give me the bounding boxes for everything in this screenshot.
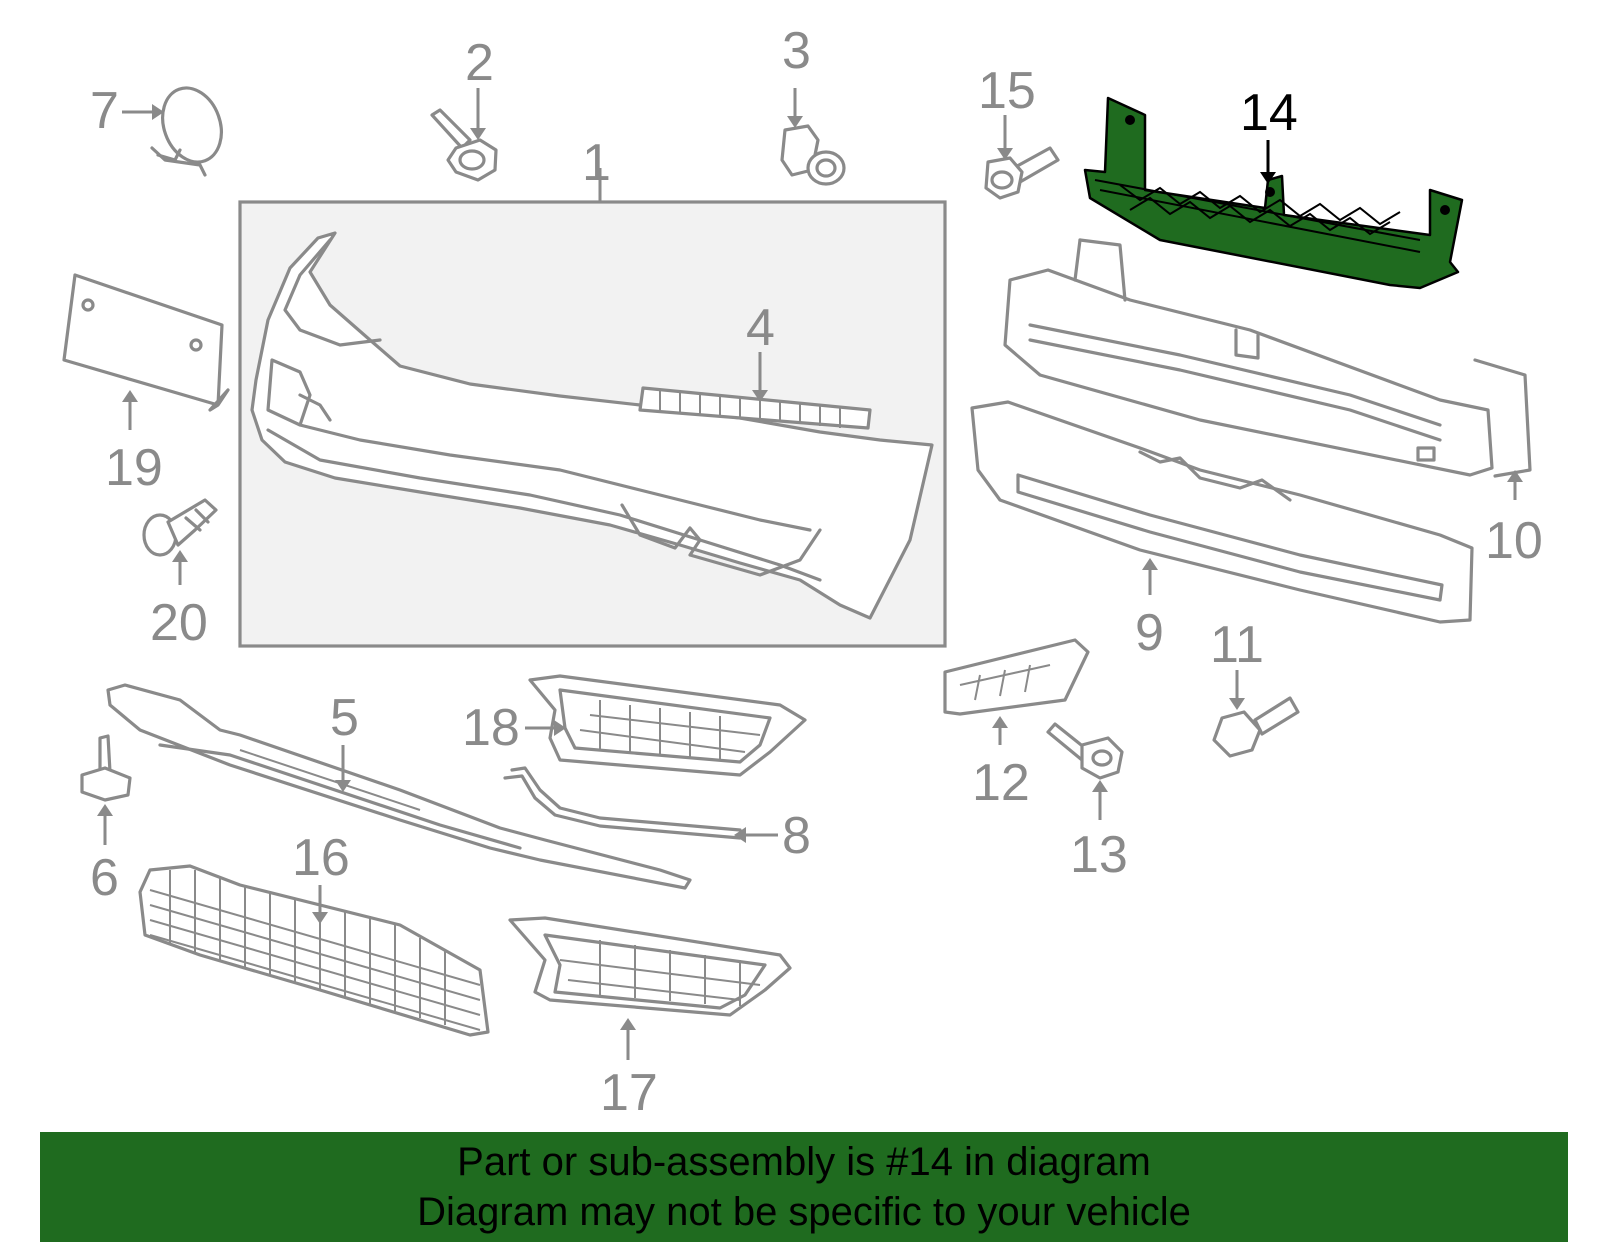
part-13-bolt[interactable]	[1046, 722, 1124, 780]
part-6-bolt[interactable]	[80, 734, 132, 802]
callout-16: 16	[292, 829, 350, 887]
callout-2: 2	[465, 34, 494, 92]
callout-12: 12	[972, 754, 1030, 812]
part-14-lower-reinforcement[interactable]	[1083, 96, 1464, 290]
callout-1: 1	[582, 134, 611, 192]
callout-11: 11	[1210, 616, 1264, 674]
callout-3: 3	[782, 22, 811, 80]
part-9-absorber[interactable]	[970, 400, 1474, 624]
callout-8: 8	[782, 807, 811, 865]
part-20-push-pin[interactable]	[142, 498, 218, 557]
callout-19: 19	[105, 439, 163, 497]
part-16-lower-grille[interactable]	[138, 864, 490, 1037]
footer-line-part: Part or sub-assembly is #14 in diagram	[457, 1140, 1151, 1184]
part-15-bolt[interactable]	[984, 146, 1060, 200]
part-18-upper-grille[interactable]	[528, 674, 807, 777]
part-4-bracket[interactable]	[638, 386, 872, 430]
callout-20: 20	[150, 594, 208, 652]
part-10-reinforcement[interactable]	[1003, 238, 1532, 478]
part-11-bolt[interactable]	[1212, 696, 1300, 758]
part-19-license-bracket[interactable]	[62, 273, 230, 412]
footer-line-disclaimer: Diagram may not be specific to your vehi…	[417, 1190, 1191, 1234]
callout-10: 10	[1485, 512, 1543, 570]
callout-4: 4	[746, 299, 775, 357]
footer-banner: Part or sub-assembly is #14 in diagram D…	[40, 1132, 1568, 1242]
part-12-bracket[interactable]	[943, 638, 1090, 716]
callout-14: 14	[1240, 84, 1298, 142]
part-2-bolt[interactable]	[430, 108, 498, 182]
callout-6: 6	[90, 849, 119, 907]
part-8-trim-strip[interactable]	[503, 766, 742, 840]
callout-9: 9	[1135, 604, 1164, 662]
callout-18: 18	[462, 699, 520, 757]
callout-13: 13	[1070, 826, 1128, 884]
part-7-cap[interactable]	[150, 80, 231, 177]
callout-17: 17	[600, 1064, 658, 1122]
callout-7: 7	[90, 82, 119, 140]
part-5-lower-spoiler[interactable]	[106, 683, 692, 890]
part-17-side-grille[interactable]	[508, 916, 792, 1017]
callout-15: 15	[978, 62, 1036, 120]
callout-5: 5	[330, 689, 359, 747]
part-3-clip[interactable]	[780, 124, 846, 186]
